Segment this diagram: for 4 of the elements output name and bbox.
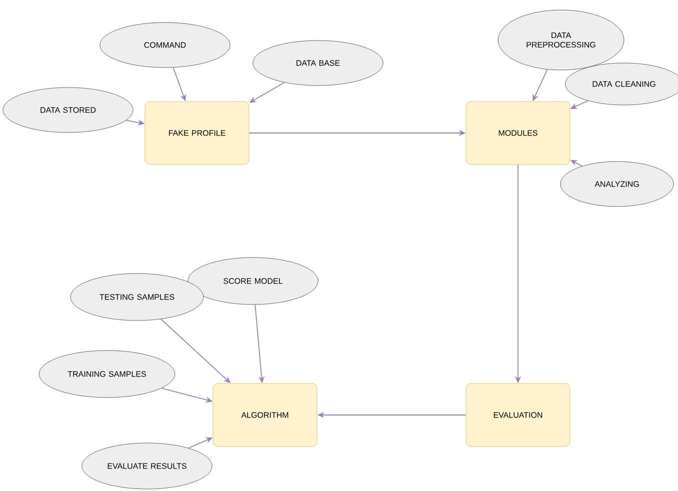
process-box: MODULES <box>466 101 570 165</box>
process-box: ALGORITHM <box>212 383 318 447</box>
process-box: EVALUATION <box>466 383 570 447</box>
process-box: FAKE PROFILE <box>144 101 250 165</box>
